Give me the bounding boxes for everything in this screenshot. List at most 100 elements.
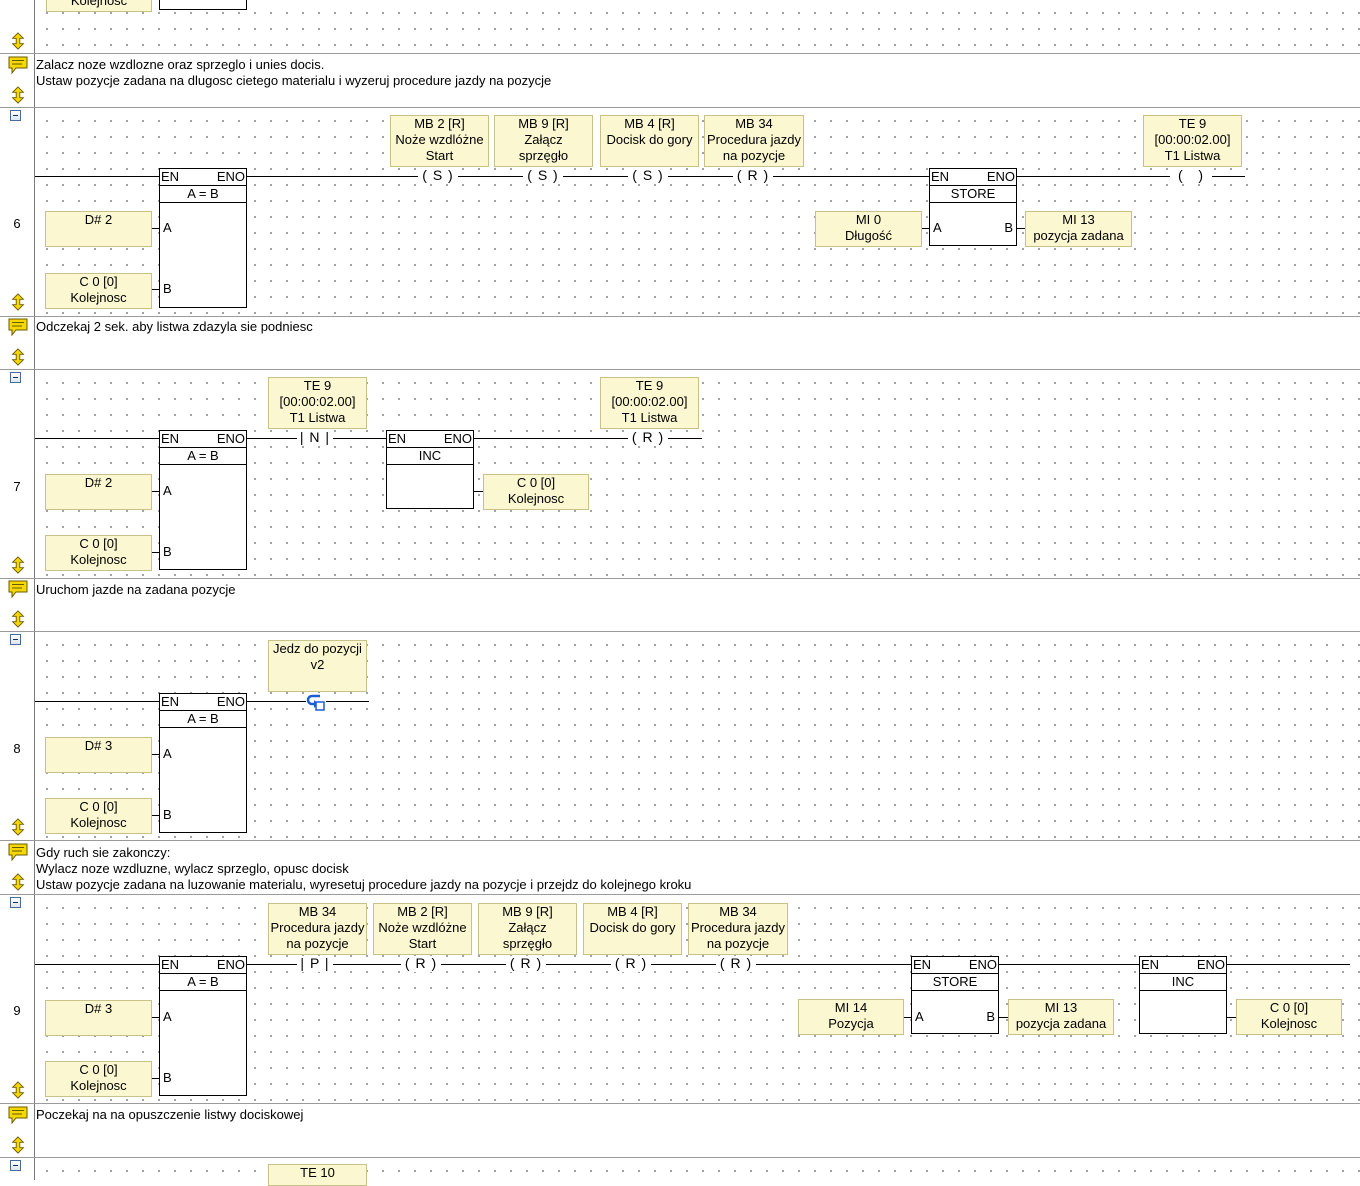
rung-8-area[interactable] [35,632,1360,840]
function-block[interactable] [159,0,247,10]
operand-label: MB 9 [R] [502,904,553,919]
comment-bubble-icon[interactable] [8,580,28,598]
comment-bubble-icon[interactable] [8,318,28,336]
block-name: STORE [930,185,1016,203]
resize-arrows-icon[interactable] [8,1081,28,1099]
operand-d3[interactable]: D# 3 [45,737,152,773]
operand-mb4[interactable]: MB 4 [R]Docisk do gory [583,903,682,955]
en-label: EN [161,694,180,709]
operand-te9[interactable]: TE 9[00:00:02.00]T1 Listwa [268,377,367,429]
collapse-minus-icon[interactable] [10,1160,21,1171]
comment-bubble-icon[interactable] [8,56,28,74]
en-label: EN [931,169,950,184]
comment-line: Ustaw pozycje zadana na dlugosc cietego … [36,73,552,88]
resize-arrows-icon[interactable] [8,556,28,574]
collapse-minus-icon[interactable] [10,634,21,645]
rung-10-area[interactable] [35,1158,1360,1180]
collapse-minus-icon[interactable] [10,372,21,383]
operand-label: MB 4 [R] [607,904,658,919]
resize-arrows-icon[interactable] [8,818,28,836]
operand-label: C 0 [0] [79,274,118,289]
wire [150,228,159,229]
wire [150,289,159,290]
resize-arrows-icon[interactable] [8,610,28,628]
resize-arrows-icon[interactable] [8,873,28,891]
operand-c0[interactable]: C 0 [0]Kolejnosc [45,798,152,834]
collapse-minus-icon[interactable] [10,897,21,908]
operand-label: TE 9 [635,378,664,393]
reset-coil[interactable]: ( R ) [733,168,773,184]
comment-bubble-icon[interactable] [8,843,28,861]
resize-arrows-icon[interactable] [8,293,28,311]
operand-c0[interactable]: C 0 [0]Kolejnosc [483,474,589,510]
operand-label: C 0 [0] [516,475,556,490]
operand-label: C 0 [0] [79,799,118,814]
operand-label: Docisk do gory [606,132,693,147]
operand-te9[interactable]: TE 9[00:00:02.00]T1 Listwa [1143,115,1242,167]
collapse-minus-icon[interactable] [10,110,21,121]
set-coil[interactable]: ( S ) [418,168,458,184]
output-coil[interactable]: ( ) [1170,168,1212,184]
positive-edge-contact[interactable]: | P | [297,956,333,972]
operand-c0[interactable]: C 0 [0]Kolejnosc [45,273,152,309]
resize-arrows-icon[interactable] [8,86,28,104]
operand-c0[interactable]: C 0 [0]Kolejnosc [45,1061,152,1097]
wire [150,491,159,492]
rung-separator [0,53,1360,54]
reset-coil[interactable]: ( R ) [611,956,651,972]
eno-label: ENO [216,957,245,972]
set-coil[interactable]: ( S ) [628,168,668,184]
operand-d2[interactable]: D# 2 [45,474,152,510]
wire [474,491,483,492]
operand-label: [00:00:02.00] [611,394,688,409]
operand-mb4[interactable]: MB 4 [R]Docisk do gory [600,115,699,167]
pin-b: B [163,807,172,822]
comment-bubble-icon[interactable] [8,1106,28,1124]
operand-te10[interactable]: TE 10 [268,1164,367,1186]
resize-arrows-icon[interactable] [8,1136,28,1154]
operand-d2[interactable]: D# 2 [45,211,152,247]
operand-label: Procedura jazdy [707,132,801,147]
operand-label: Start [408,936,437,951]
reset-coil[interactable]: ( R ) [716,956,756,972]
operand-te9[interactable]: TE 9[00:00:02.00]T1 Listwa [600,377,699,429]
jump-subroutine-icon[interactable] [306,693,326,711]
set-coil[interactable]: ( S ) [523,168,563,184]
pin-a: A [933,220,942,235]
rung-5-area[interactable] [35,0,1360,53]
reset-coil[interactable]: ( R ) [506,956,546,972]
reset-coil[interactable]: ( R ) [628,430,668,446]
resize-arrows-icon[interactable] [8,348,28,366]
reset-coil[interactable]: ( R ) [401,956,441,972]
operand-d3[interactable]: D# 3 [45,1000,152,1036]
resize-arrows-icon[interactable] [8,32,28,50]
operand-c0[interactable]: C 0 [0]Kolejnosc [1236,999,1342,1035]
negative-edge-contact[interactable]: | N | [297,430,333,446]
operand-c0[interactable]: C 0 [0]Kolejnosc [45,535,152,571]
operand-label: Kolejnosc [70,552,127,567]
operand-box[interactable]: Kolejnosc [46,0,152,12]
